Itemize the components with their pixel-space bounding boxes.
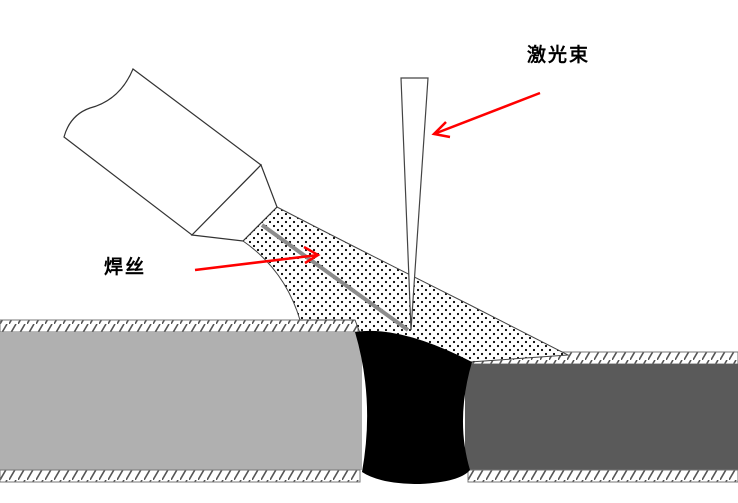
weld-bead (355, 330, 472, 484)
laser-beam (400, 77, 429, 331)
welding-torch (63, 68, 278, 242)
welding-wire (260, 223, 410, 332)
laser-beam-label: 激光束 (527, 44, 591, 66)
welding-wire-label: 焊丝 (104, 256, 147, 278)
right-pipe (465, 351, 738, 483)
left-pipe (0, 319, 362, 483)
wire-arrow (194, 245, 321, 272)
laser-arrow (431, 91, 541, 139)
